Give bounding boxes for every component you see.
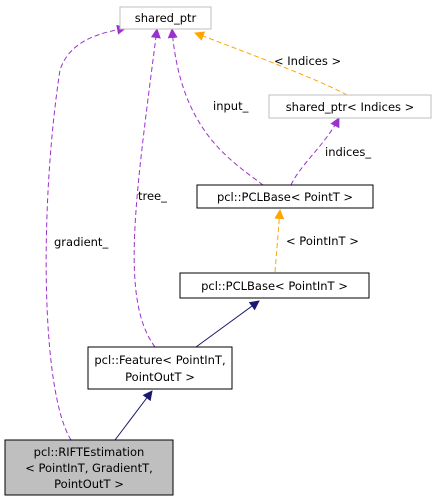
edge-input xyxy=(167,28,264,186)
svg-text:pcl::PCLBase< PointT >: pcl::PCLBase< PointT > xyxy=(217,190,353,204)
edge-label-indices-template: < Indices > xyxy=(274,54,341,68)
svg-text:shared_ptr: shared_ptr xyxy=(135,11,197,25)
node-feature[interactable]: pcl::Feature< PointInT, PointOutT > xyxy=(87,346,233,390)
node-pclbase-pointint[interactable]: pcl::PCLBase< PointInT > xyxy=(179,272,370,299)
edge-feature-inherits xyxy=(195,300,260,348)
svg-text:pcl::RIFTEstimation: pcl::RIFTEstimation xyxy=(34,445,145,459)
edge-gradient xyxy=(45,24,127,441)
svg-text:< PointInT, GradientT,: < PointInT, GradientT, xyxy=(25,461,153,475)
svg-text:pcl::PCLBase< PointInT >: pcl::PCLBase< PointInT > xyxy=(201,279,348,293)
edge-indices-template xyxy=(194,31,348,96)
svg-text:PointOutT >: PointOutT > xyxy=(54,477,124,491)
edge-label-gradient: gradient_ xyxy=(54,235,108,249)
edge-label-tree: tree_ xyxy=(138,189,167,203)
edge-label-pointint-template: < PointInT > xyxy=(286,234,359,248)
edge-rift-inherits xyxy=(114,390,153,441)
node-rift-estimation[interactable]: pcl::RIFTEstimation < PointInT, Gradient… xyxy=(4,439,174,496)
node-shared-ptr-indices[interactable]: shared_ptr< Indices > xyxy=(268,94,432,119)
edge-indices xyxy=(290,117,340,186)
svg-text:PointOutT >: PointOutT > xyxy=(125,370,195,384)
node-pclbase-pointt[interactable]: pcl::PCLBase< PointT > xyxy=(196,184,374,209)
edge-tree xyxy=(133,28,161,348)
svg-text:pcl::Feature< PointInT,: pcl::Feature< PointInT, xyxy=(94,353,225,367)
svg-text:shared_ptr< Indices >: shared_ptr< Indices > xyxy=(286,100,415,114)
edge-label-indices: indices_ xyxy=(325,145,371,159)
edge-pointint-template xyxy=(274,209,285,273)
node-shared-ptr[interactable]: shared_ptr xyxy=(119,6,212,30)
edge-label-input: input_ xyxy=(213,99,249,113)
